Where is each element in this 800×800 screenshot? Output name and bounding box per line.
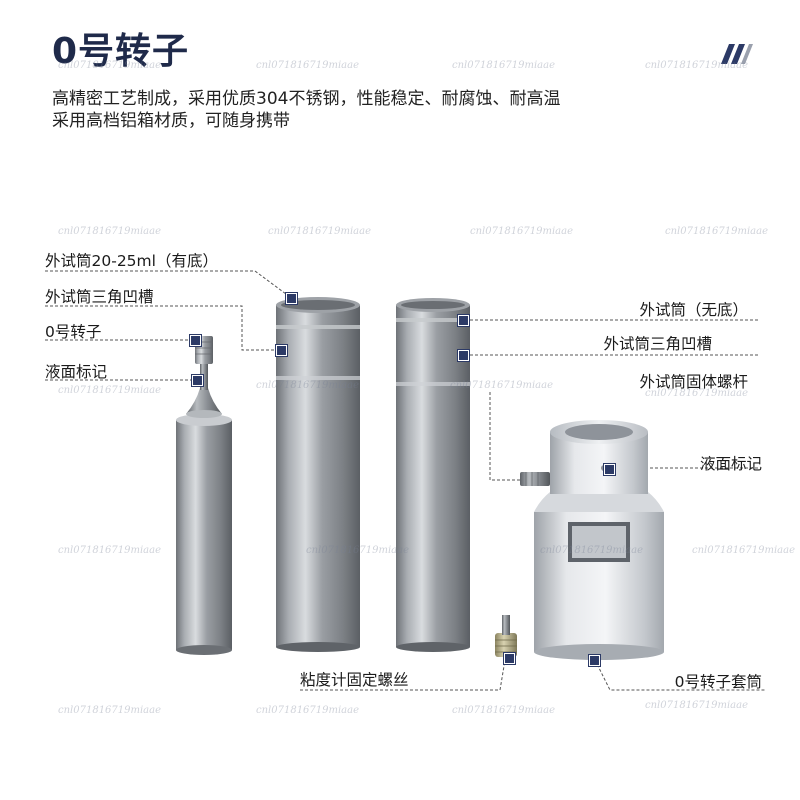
label-rotor-sleeve: 0号转子套筒 <box>674 673 762 691</box>
watermark: cnl071816719miaae <box>58 60 162 71</box>
label-fixing-screw-rod: 外试筒固体螺杆 <box>639 373 748 391</box>
watermark: cnl071816719miaae <box>256 705 360 716</box>
watermark: cnl071816719miaae <box>645 388 749 399</box>
marker-groove-right <box>458 350 469 361</box>
watermark: cnl071816719miaae <box>268 226 372 237</box>
rotor-sleeve <box>520 420 664 660</box>
watermark: cnl071816719miaae <box>58 226 162 237</box>
marker-outer-tube-bottom <box>286 293 297 304</box>
label-rotor: 0号转子 <box>45 323 102 341</box>
outer-tube-without-bottom <box>396 298 470 652</box>
rotor-0 <box>176 336 232 655</box>
viscometer-screw <box>495 615 517 657</box>
watermark: cnl071816719miaae <box>645 700 749 711</box>
label-groove-right: 外试筒三角凹槽 <box>603 335 712 353</box>
marker-liquid-right <box>604 464 615 475</box>
marker-groove-left <box>276 345 287 356</box>
watermark: cnl071816719miaae <box>645 60 749 71</box>
watermark: cnl071816719miaae <box>58 705 162 716</box>
watermark: cnl071816719miaae <box>58 545 162 556</box>
watermark: cnl071816719miaae <box>306 545 410 556</box>
marker-rotor <box>190 335 201 346</box>
marker-liquid-left <box>192 375 203 386</box>
marker-sleeve <box>589 655 600 666</box>
page-title: 0号转子 <box>52 31 190 72</box>
description-line-2: 采用高档铝箱材质，可随身携带 <box>52 111 290 131</box>
label-groove-left: 外试筒三角凹槽 <box>45 288 154 306</box>
outer-tube-with-bottom <box>276 297 360 652</box>
watermark: cnl071816719miaae <box>58 385 162 396</box>
watermark: cnl071816719miaae <box>470 226 574 237</box>
label-liquid-left: 液面标记 <box>45 363 108 381</box>
label-liquid-right: 液面标记 <box>699 455 762 473</box>
watermark: cnl071816719miaae <box>256 380 360 391</box>
watermark: cnl071816719miaae <box>452 705 556 716</box>
label-outer-tube-bottom: 外试筒20-25ml（有底） <box>45 252 218 270</box>
label-viscometer-screw: 粘度计固定螺丝 <box>300 671 409 689</box>
marker-outer-tube-no-bottom <box>458 315 469 326</box>
watermark: cnl071816719miaae <box>540 545 644 556</box>
description-line-1: 高精密工艺制成，采用优质304不锈钢，性能稳定、耐腐蚀、耐高温 <box>52 89 561 109</box>
watermark: cnl071816719miaae <box>256 60 360 71</box>
watermark: cnl071816719miaae <box>452 60 556 71</box>
brand-logo-icon <box>721 44 753 64</box>
watermark: cnl071816719miaae <box>450 380 554 391</box>
watermark: cnl071816719miaae <box>692 545 796 556</box>
watermark: cnl071816719miaae <box>665 226 769 237</box>
label-outer-tube-no-bottom: 外试筒（无底） <box>639 301 748 319</box>
marker-screw <box>504 653 515 664</box>
